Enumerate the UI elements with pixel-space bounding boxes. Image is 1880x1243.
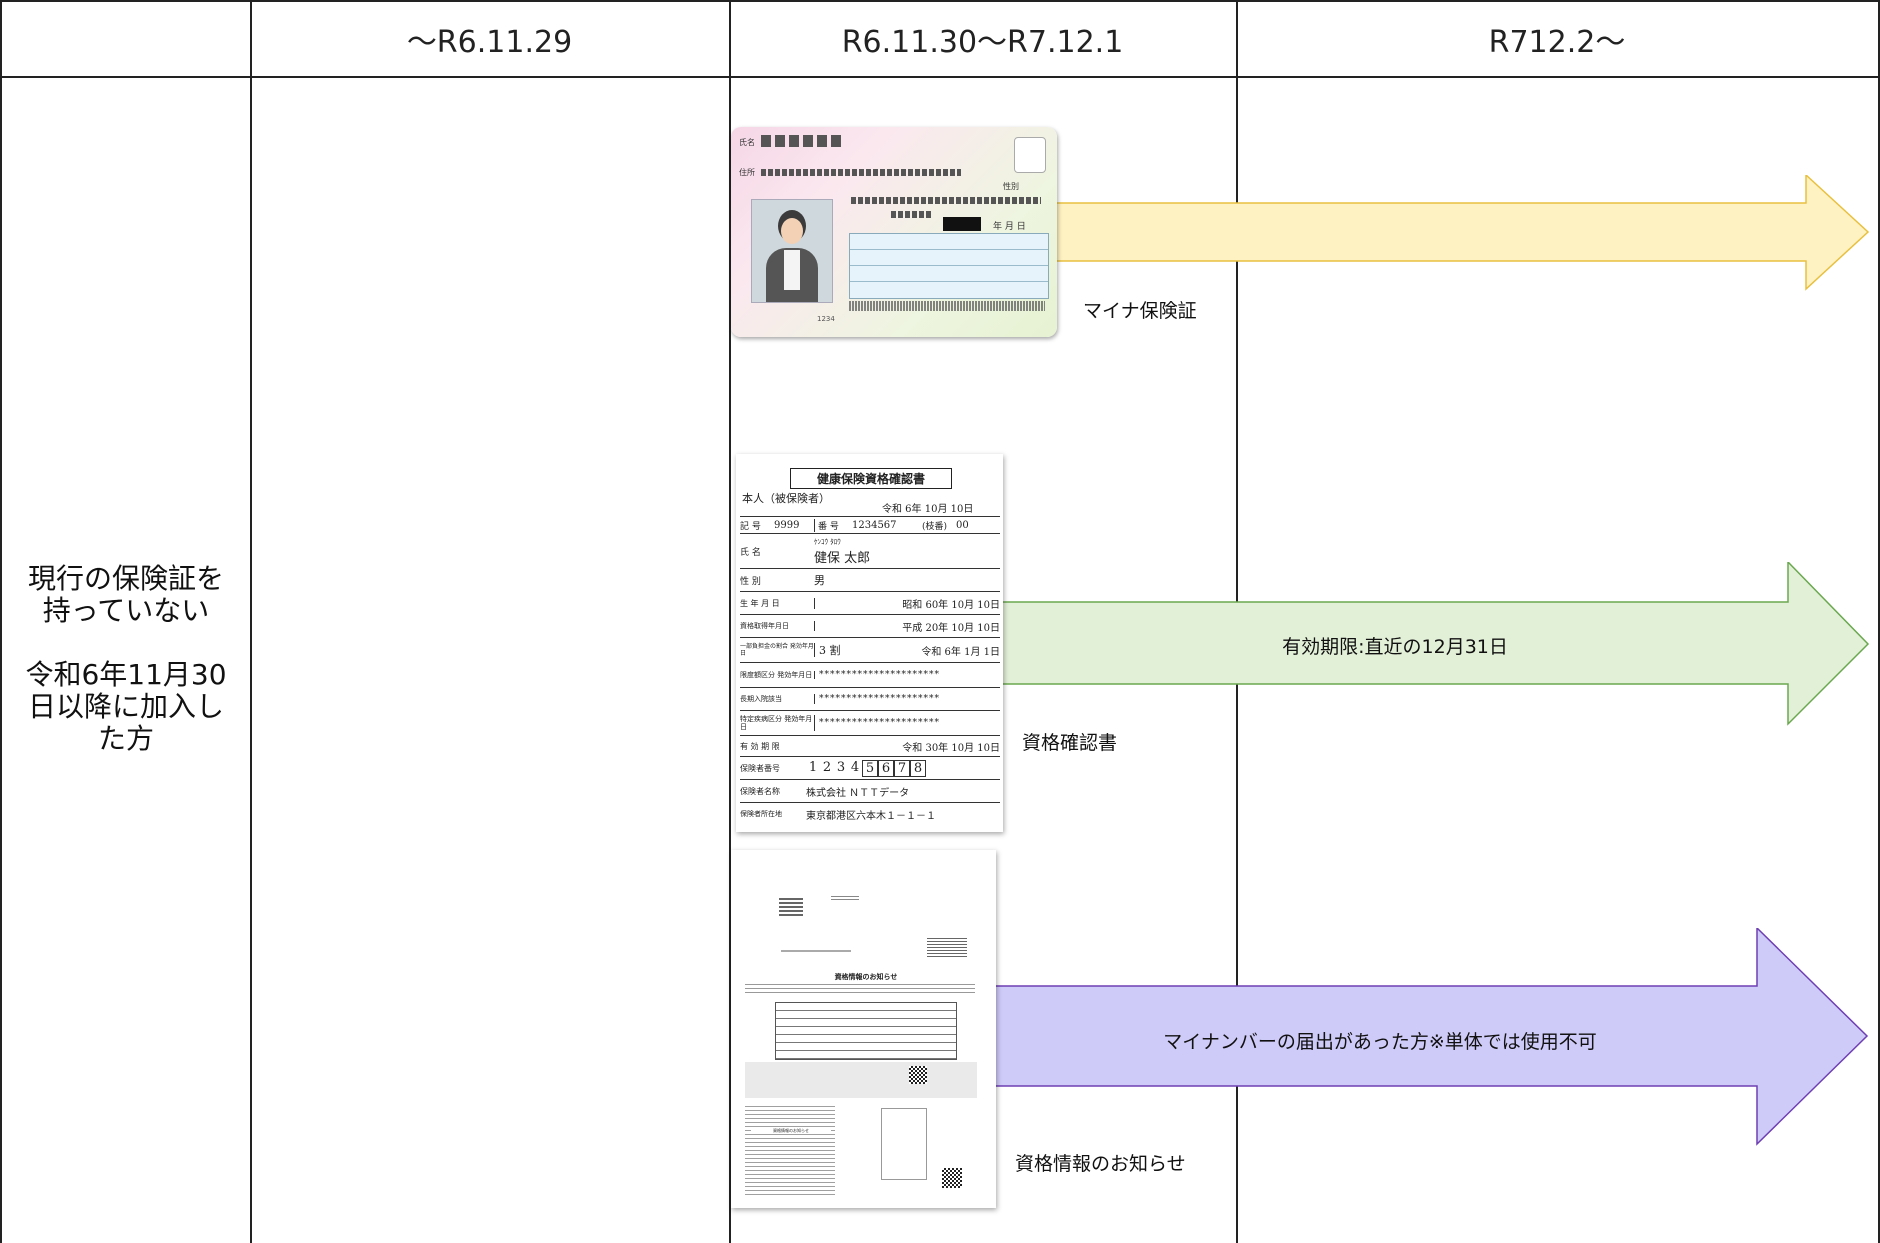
column-divider-2 — [729, 0, 731, 1243]
notice-line — [781, 950, 851, 952]
shikaku-joho-notice-image: 資格情報のお知らせ 資格情報のお知らせ — [731, 850, 996, 1208]
certificate-issue-date: 令和 6年 10月 10日 — [882, 504, 974, 515]
arrow-shikaku-kakuninsho — [1000, 562, 1870, 726]
cert-row-branch-label: (枝番) — [922, 521, 948, 532]
cert-digit: 7 — [894, 759, 910, 777]
cert-row-sex-value: 男 — [814, 574, 825, 587]
shikaku-kakuninsho-image: 健康保険資格確認書 本人（被保険者） 令和 6年 10月 10日 記 号 999… — [736, 454, 1003, 832]
cert-row-name-kana: ｹﾝｺｳ ﾀﾛｳ — [814, 537, 841, 546]
card-number: 1234 — [817, 315, 835, 323]
card-date-label: 年 月 日 — [993, 222, 1026, 232]
card-address-label: 住所 — [739, 168, 755, 177]
cert-row-longterm-value: ********************** — [819, 694, 940, 704]
cert-row-insurer-address-value: 東京都港区六本木１－１－１ — [806, 810, 936, 822]
cert-row-acquire-value: 平成 20年 10月 10日 — [902, 622, 1000, 634]
arrow-label-mynumber: マイナンバーの届出があった方※単体では使用不可 — [1163, 1031, 1597, 1053]
cert-row-limit-value: ********************** — [819, 670, 940, 680]
header-col-period-3: R712.2～ — [1488, 25, 1626, 60]
row-label-line-5: た方 — [97, 722, 154, 755]
header-col-period-1: ～R6.11.29 — [406, 25, 573, 60]
card-row-redaction — [851, 197, 1041, 204]
certificate-title: 健康保険資格確認書 — [790, 468, 952, 489]
cert-row-disease-value: ********************** — [819, 718, 940, 728]
cert-digit: 8 — [910, 759, 926, 777]
column-divider-1 — [250, 0, 252, 1243]
notice-qr-box — [745, 1062, 977, 1098]
card-birth-block — [943, 217, 981, 231]
cert-row-sex-label: 性 別 — [740, 576, 761, 587]
card-photo — [751, 199, 833, 303]
card-name-redaction — [761, 135, 841, 147]
arrow-label-validity: 有効期限:直近の12月31日 — [1282, 636, 1508, 658]
caption-shikaku-joho: 資格情報のお知らせ — [1015, 1153, 1186, 1175]
arrow-shikaku-joho — [995, 928, 1869, 1146]
table-top-border — [0, 0, 1880, 2]
notice-stamp-box — [881, 1108, 927, 1180]
card-chip-icon — [1014, 137, 1046, 173]
cert-row-symbol-label: 記 号 — [740, 521, 761, 532]
table-right-border — [1878, 0, 1880, 1243]
cert-row-insurer-name-value: 株式会社 ＮＴＴデータ — [806, 787, 910, 799]
certificate-person: 本人（被保険者） — [742, 492, 830, 505]
cert-row-ratio-date: 令和 6年 1月 1日 — [921, 646, 1000, 658]
row-label: 現行の保険証を 持っていない 令和6年11月30 日以降に加入し た方 — [10, 563, 242, 755]
certificate-table: 記 号 9999 番 号 1234567 (枝番) 00 氏 名 ｹﾝｺｳ ﾀﾛ… — [740, 516, 1000, 825]
cert-row-symbol-value: 9999 — [774, 519, 800, 531]
card-name-label: 氏名 — [739, 138, 755, 147]
cert-row-acquire-label: 資格取得年月日 — [740, 621, 815, 631]
cert-row-limit-label: 限度額区分 発効年月日 — [740, 671, 815, 679]
notice-table — [775, 1002, 957, 1060]
cert-digit: 1 — [808, 759, 818, 775]
notice-qr-code — [909, 1066, 927, 1084]
notice-qr-code-2 — [942, 1168, 962, 1188]
row-label-line-4: 日以降に加入し — [27, 690, 224, 723]
my-number-card-image: 氏名 住所 性別 年 月 日 1234 — [731, 127, 1057, 337]
card-code-redaction — [849, 301, 1045, 311]
arrow-maina-hokensho — [1050, 175, 1870, 291]
notice-sub-title: 資格情報のお知らせ — [751, 1128, 831, 1134]
cert-digit: 3 — [836, 759, 846, 775]
header-col-empty — [0, 2, 250, 76]
cert-row-branch-value: 00 — [956, 519, 969, 531]
notice-address-block — [779, 898, 803, 916]
cert-row-birth-label: 生 年 月 日 — [740, 597, 815, 609]
card-sex-label: 性別 — [1003, 182, 1019, 191]
cert-digit: 5 — [862, 759, 878, 777]
cert-row-insurer-address-label: 保険者所在地 — [740, 810, 782, 818]
cert-row-disease-label: 特定疾病区分 発効年月日 — [740, 715, 815, 731]
row-label-line-1: 現行の保険証を — [27, 562, 224, 595]
cert-row-expiry-value: 令和 30年 10月 10日 — [902, 742, 1000, 754]
cert-row-insurer-number-label: 保険者番号 — [740, 763, 780, 773]
notice-sender-block — [927, 938, 967, 958]
cert-row-expiry-label: 有 効 期 限 — [740, 741, 780, 751]
caption-maina-hokensho: マイナ保険証 — [1083, 300, 1197, 322]
cert-row-birth-value: 昭和 60年 10月 10日 — [902, 599, 1000, 611]
cert-digit: 6 — [878, 759, 894, 777]
cert-row-longterm-label: 長期入院該当 — [740, 694, 815, 704]
cert-row-name-value: 健保 太郎 — [814, 550, 871, 566]
cert-digit: 2 — [822, 759, 832, 775]
cert-row-ratio-label: 一部負担金の割合 発効年月日 — [740, 643, 815, 657]
cert-row-insurer-name-label: 保険者名称 — [740, 786, 780, 796]
row-label-line-2: 持っていない — [42, 594, 210, 627]
notice-intro-text — [745, 984, 975, 996]
notice-title: 資格情報のお知らせ — [834, 973, 898, 981]
notice-header-text — [831, 896, 859, 902]
card-address-redaction — [761, 169, 961, 176]
caption-shikaku-kakuninsho: 資格確認書 — [1022, 732, 1118, 754]
cert-digit: 4 — [850, 759, 860, 775]
header-col-period-2: R6.11.30～R7.12.1 — [841, 25, 1124, 60]
cert-row-number-label: 番 号 — [814, 518, 852, 532]
cert-row-number-value: 1234567 — [852, 519, 897, 531]
notice-cut-section — [745, 1106, 835, 1196]
row-label-line-3: 令和6年11月30 — [25, 658, 227, 691]
cert-row-ratio-value: 3 割 — [819, 644, 841, 657]
card-info-box — [849, 233, 1049, 299]
card-birth-redaction — [891, 211, 931, 218]
table-left-border — [0, 0, 2, 1243]
header-bottom-border — [0, 76, 1880, 78]
cert-row-name-label: 氏 名 — [740, 547, 761, 558]
